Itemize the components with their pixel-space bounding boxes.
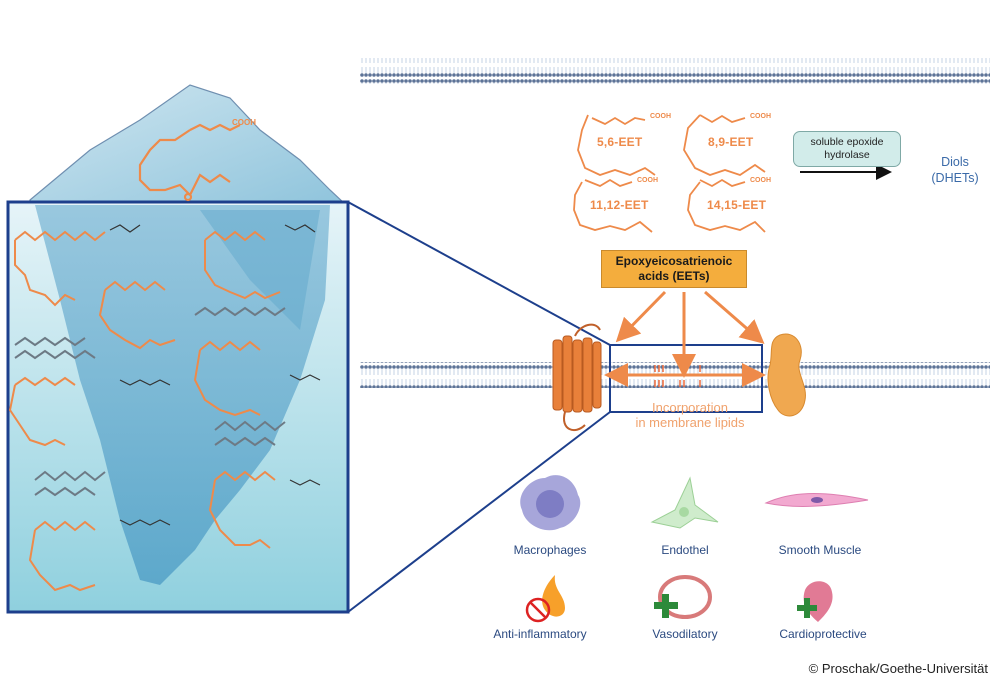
macrophage-icon [520, 475, 581, 531]
incorporation-line1: Incorporation [652, 400, 728, 415]
inserted-lipids [654, 365, 701, 387]
seh-line1: soluble epoxide [810, 136, 884, 148]
cell-label-macrophages: Macrophages [513, 543, 587, 557]
eet-arrows [604, 290, 766, 387]
vasodilatory-icon [654, 575, 712, 619]
eet-label-14-15: 14,15-EET [707, 198, 767, 212]
iceberg-body [35, 205, 330, 585]
eet-label-8-9: 8,9-EET [708, 135, 754, 149]
effect-label-vasodilatory: Vasodilatory [652, 627, 718, 641]
anti-inflammatory-icon [525, 575, 565, 623]
diols-line1: Diols [941, 155, 969, 169]
protein-icon [767, 333, 806, 417]
eet-group-11-12: COOH [637, 177, 658, 184]
zoom-connector-bottom [347, 411, 611, 613]
iceberg-tip [29, 84, 347, 205]
eet-label-5-6: 5,6-EET [597, 135, 643, 149]
panel-molecules [8, 230, 286, 592]
incorporation-line2: in membrane lipids [635, 415, 745, 430]
gpcr-receptor-icon [552, 323, 602, 432]
seh-line2: hydrolase [824, 149, 870, 161]
eets-box: Epoxyeicosatrienoic acids (EETs) [601, 250, 747, 288]
diols-label: Diols (DHETs) [920, 154, 990, 186]
eet-structures [573, 114, 766, 233]
endothel-icon [650, 476, 719, 529]
tip-eet-molecule [138, 123, 241, 202]
effect-label-cardioprotective: Cardioprotective [779, 627, 867, 641]
zoom-connector-top [347, 201, 611, 346]
effect-label-anti-inflammatory: Anti-inflammatory [493, 627, 587, 641]
incorporation-label: Incorporation in membrane lipids [600, 400, 780, 430]
eet-group-8-9: COOH [750, 113, 771, 120]
soluble-epoxide-hydrolase-box: soluble epoxide hydrolase [793, 131, 901, 167]
cell-label-smooth-muscle: Smooth Muscle [778, 543, 862, 557]
tip-cooh-label: COOH [232, 118, 256, 127]
eets-box-line2: acids (EETs) [638, 269, 710, 283]
cell-label-endothel: Endothel [661, 543, 709, 557]
diols-line2: (DHETs) [931, 171, 979, 185]
cardioprotective-icon [797, 581, 833, 622]
membrane-top [360, 58, 990, 84]
eet-label-11-12: 11,12-EET [590, 198, 649, 212]
smooth-muscle-icon [764, 493, 869, 507]
eet-group-5-6: COOH [650, 113, 671, 120]
panel-headgroups [109, 224, 321, 526]
eet-group-14-15: COOH [750, 177, 771, 184]
eets-box-line1: Epoxyeicosatrienoic [615, 254, 733, 268]
image-credit: © Proschak/Goethe-Universität [808, 661, 988, 676]
